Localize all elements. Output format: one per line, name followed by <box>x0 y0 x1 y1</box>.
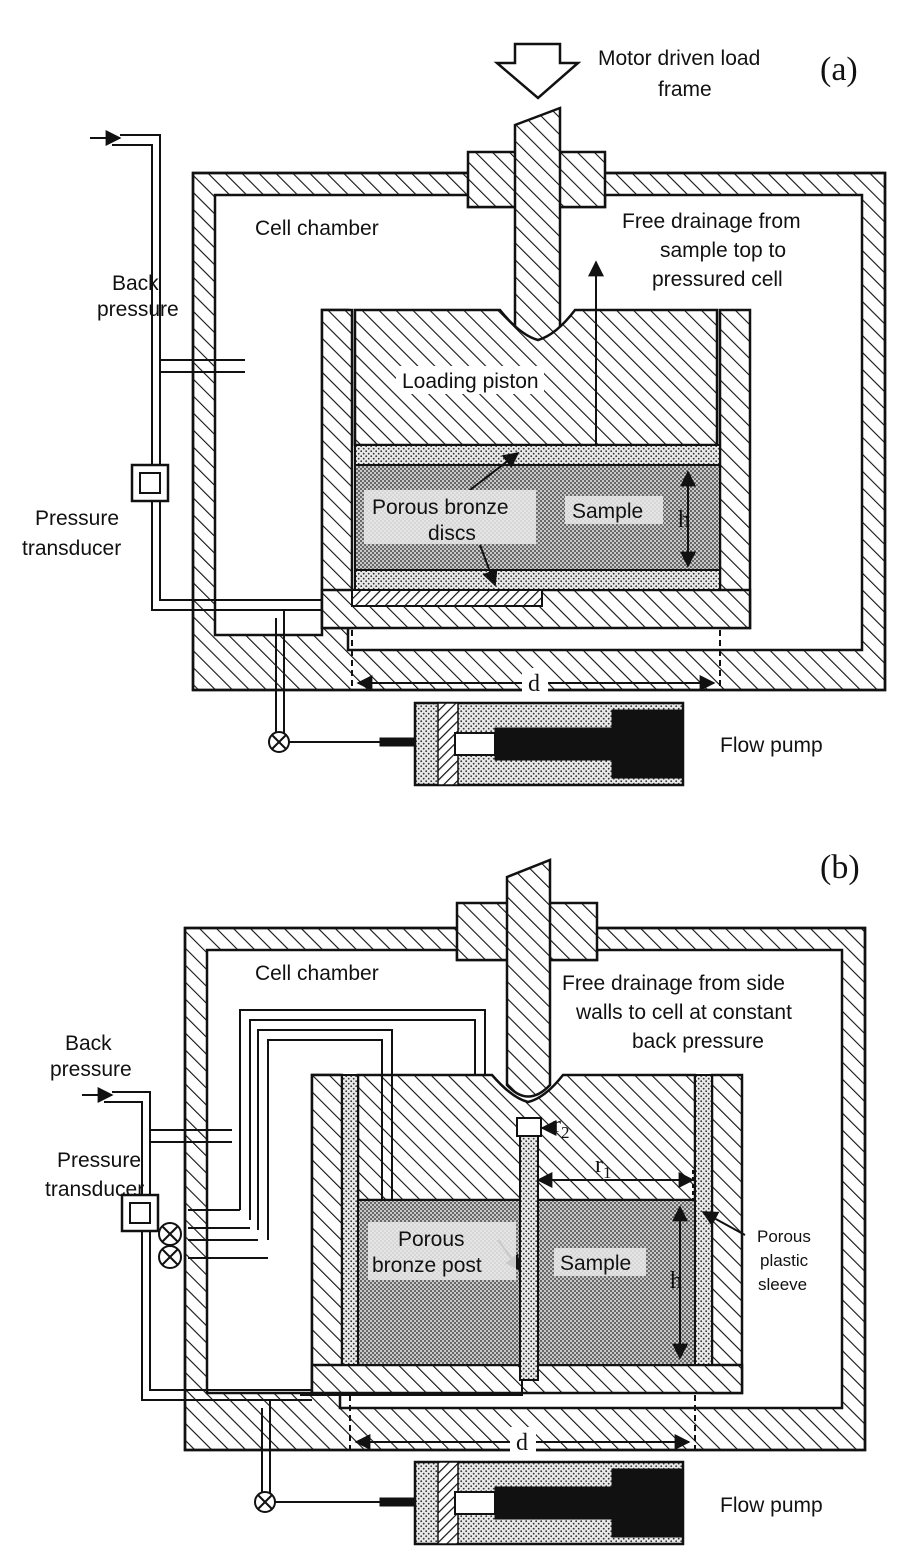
sample-label-a: Sample <box>572 500 643 523</box>
panel-label-b: (b) <box>820 849 860 886</box>
bottom-porous-disc-a <box>354 569 721 591</box>
drainage-label-b-line2: walls to cell at constant <box>575 1001 792 1024</box>
diameter-label-b: d <box>516 1430 528 1456</box>
flow-pump-label-b: Flow pump <box>720 1494 823 1517</box>
porous-discs-label-line1: Porous bronze <box>372 496 509 519</box>
back-pressure-label-b-line1: Back <box>65 1032 112 1055</box>
bronze-post-label-line2: bronze post <box>372 1254 482 1277</box>
holder-right-wall-a <box>718 308 752 630</box>
valve-icon <box>268 731 290 753</box>
valve-icon <box>158 1222 182 1246</box>
transducer-label-a-line2: transducer <box>22 537 121 560</box>
height-label-a: h <box>678 507 690 533</box>
drainage-label-a-line3: pressured cell <box>652 268 783 291</box>
sleeve-label-line1: Porous <box>757 1227 811 1246</box>
panel-label-a: (a) <box>820 51 858 88</box>
chamber-label-a: Cell chamber <box>255 217 379 240</box>
r2-label: r2 <box>553 1112 570 1142</box>
valve-icon <box>158 1245 182 1269</box>
sample-label-b: Sample <box>560 1252 631 1275</box>
panel-b: h r1 r2 <box>45 849 867 1546</box>
holder-left-wall-a <box>320 308 354 630</box>
load-frame-label-line2: frame <box>658 78 712 101</box>
height-label-b: h <box>670 1268 682 1294</box>
porous-sleeve-left <box>341 1074 359 1366</box>
holder-left-wall-b <box>310 1073 344 1395</box>
drainage-label-a-line2: sample top to <box>660 239 786 262</box>
load-frame-label-line1: Motor driven load <box>598 47 760 70</box>
valve-icon <box>254 1491 276 1513</box>
diameter-label-a: d <box>528 671 540 697</box>
top-porous-disc-a <box>354 444 721 466</box>
bronze-post-label-line1: Porous <box>398 1228 465 1251</box>
r1-label: r1 <box>595 1152 612 1182</box>
drainage-label-a-line1: Free drainage from <box>622 210 801 233</box>
porous-sleeve-right <box>694 1074 713 1366</box>
flow-pump-label-a: Flow pump <box>720 734 823 757</box>
back-pressure-label-a-line2: pressure <box>97 298 179 321</box>
flow-pump-a <box>413 701 685 787</box>
porous-discs-label-line2: discs <box>428 522 476 545</box>
load-arrow-icon <box>493 42 582 100</box>
back-pressure-label-b-line2: pressure <box>50 1058 132 1081</box>
flow-pump-b <box>413 1460 685 1546</box>
porous-bronze-post <box>519 1117 539 1381</box>
piston-rod-a <box>513 106 562 351</box>
drainage-label-b-line3: back pressure <box>632 1030 764 1053</box>
back-pressure-label-a-line1: Back <box>112 272 159 295</box>
transducer-label-b-line2: transducer <box>45 1178 144 1201</box>
drainage-label-b-line1: Free drainage from side <box>562 972 785 995</box>
panel-a: h d <box>22 42 887 787</box>
piston-rod-b <box>505 858 552 1098</box>
sleeve-label-line3: sleeve <box>758 1275 807 1294</box>
transducer-label-b-line1: Pressure <box>57 1149 141 1172</box>
holder-right-wall-b <box>710 1073 744 1395</box>
chamber-label-b: Cell chamber <box>255 962 379 985</box>
transducer-label-a-line1: Pressure <box>35 507 119 530</box>
loading-piston-label: Loading piston <box>402 370 539 393</box>
sleeve-label-line2: plastic <box>760 1251 809 1270</box>
